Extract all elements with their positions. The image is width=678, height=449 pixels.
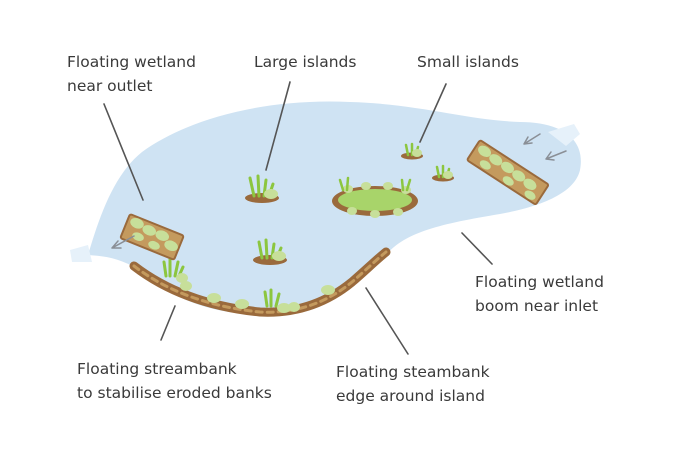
large-island-2 [253, 238, 287, 265]
leader-outlet-wetland [103, 103, 144, 201]
inlet-arrow-icon-1 [523, 133, 541, 145]
flow-arrows [111, 133, 567, 249]
label-floating-wetland-boom: Floating wetland boom near inlet [475, 270, 604, 318]
leader-small-islands [419, 83, 447, 143]
label-line: edge around island [336, 387, 485, 405]
label-line: Floating streambank [77, 360, 237, 378]
label-line: Floating wetland [67, 53, 196, 71]
small-island-2 [432, 164, 454, 182]
outlet-stream [70, 245, 92, 262]
leader-streambank [160, 305, 176, 341]
small-island-1 [401, 142, 423, 160]
inlet-wetland-boom [466, 139, 550, 206]
large-island-1 [245, 174, 279, 203]
label-floating-streambank: Floating streambank to stabilise eroded … [77, 357, 272, 405]
label-line: Large islands [254, 53, 357, 71]
label-line: to stabilise eroded banks [77, 384, 272, 402]
leader-steambank-edge [365, 287, 409, 355]
label-large-islands: Large islands [254, 50, 356, 74]
label-line: near outlet [67, 77, 153, 95]
lake-water [88, 101, 581, 315]
leader-large-islands [265, 81, 291, 171]
label-line: Floating steambank [336, 363, 490, 381]
outlet-arrow-icon [111, 235, 135, 249]
label-line: Floating wetland [475, 273, 604, 291]
edged-island [332, 176, 418, 218]
label-small-islands: Small islands [417, 50, 519, 74]
outlet-wetland-mat [119, 213, 185, 261]
label-line: Small islands [417, 53, 519, 71]
label-line: boom near inlet [475, 297, 599, 315]
inlet-stream [548, 124, 580, 146]
label-floating-steambank-edge: Floating steambank edge around island [336, 360, 490, 408]
streambank-plants [162, 256, 335, 313]
label-floating-wetland-outlet: Floating wetland near outlet [67, 50, 196, 98]
leader-boom [461, 232, 493, 265]
inlet-arrow-icon-2 [545, 150, 567, 161]
